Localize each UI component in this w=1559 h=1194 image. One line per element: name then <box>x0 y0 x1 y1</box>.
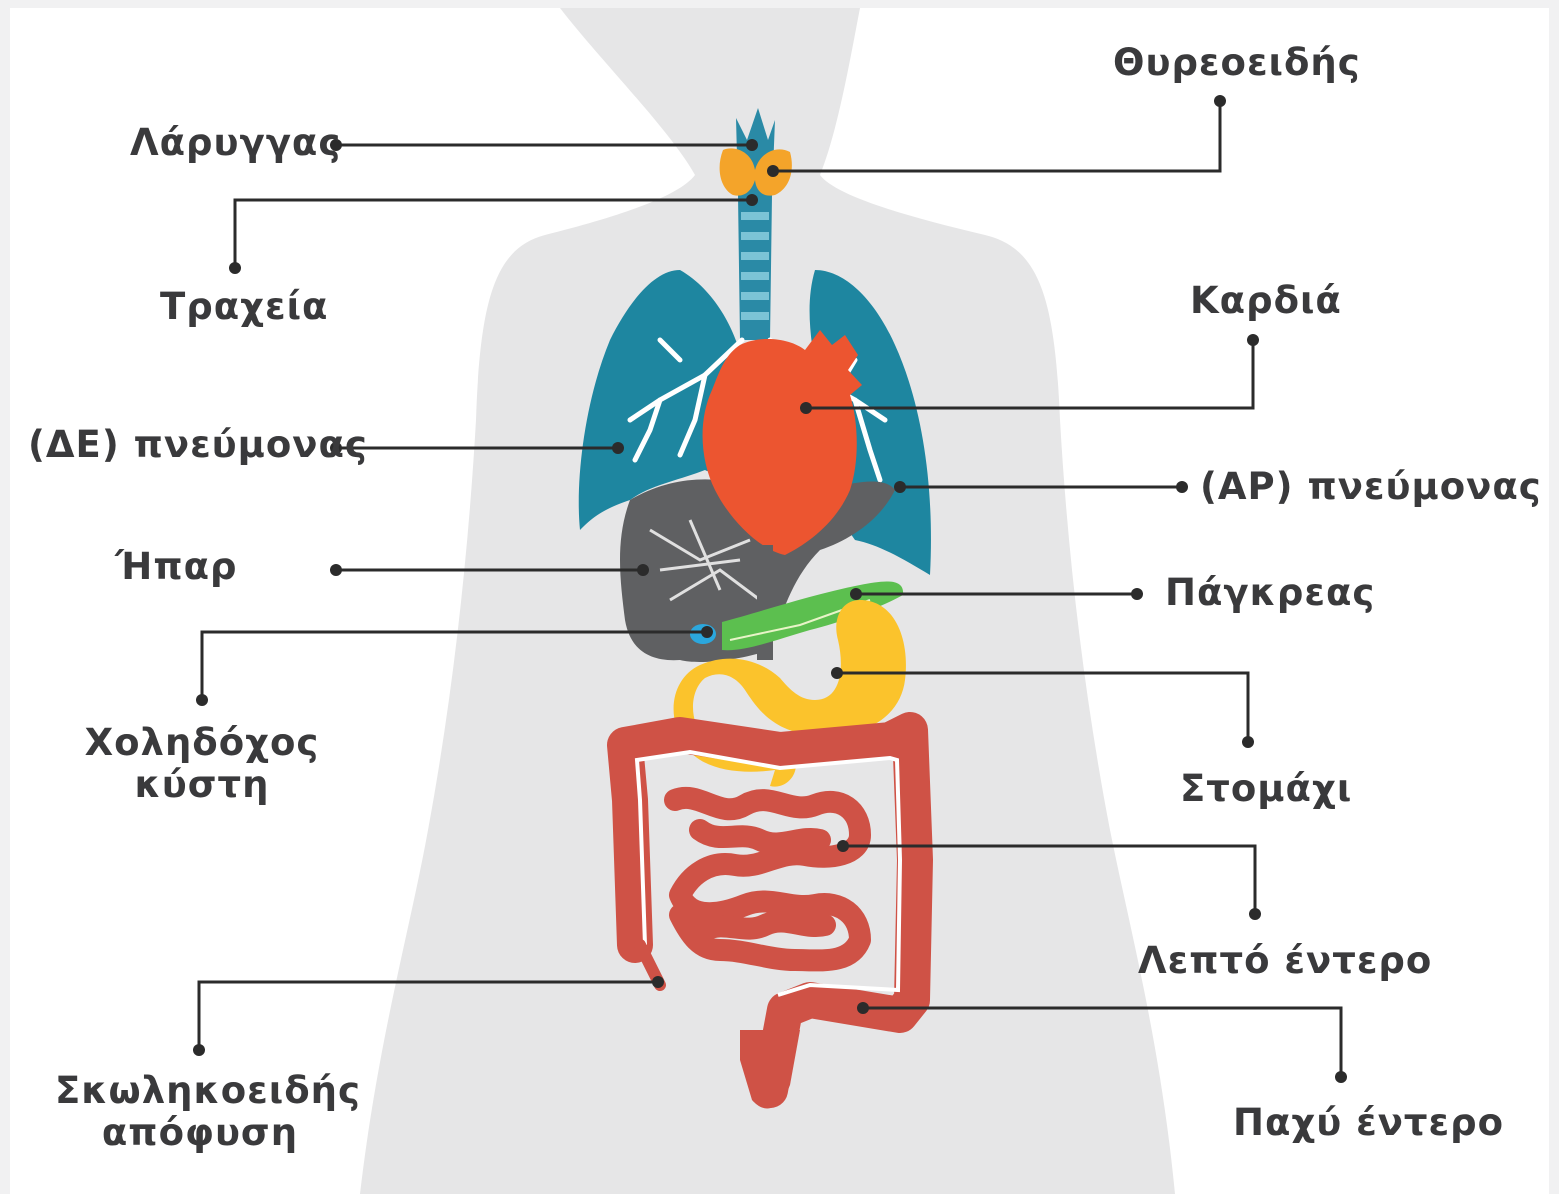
label-larynx: Λάρυγγας <box>130 122 341 164</box>
dot-liver-organ <box>637 564 649 576</box>
dot-large-intestine-label <box>1335 1071 1347 1083</box>
dot-right-lung-label <box>1176 481 1188 493</box>
dot-pancreas-organ <box>850 588 862 600</box>
label-heart: Καρδιά <box>1190 280 1342 322</box>
dot-stomach-label <box>1242 736 1254 748</box>
label-liver: Ήπαρ <box>115 546 238 588</box>
dot-trachea-label <box>229 262 241 274</box>
label-appendix-line2: απόφυση <box>55 1112 345 1154</box>
label-gallbladder-line1: Χοληδόχος <box>82 722 322 764</box>
label-trachea: Τραχεία <box>160 286 328 328</box>
label-right-lung: (ΑΡ) πνεύμονας <box>1200 466 1542 508</box>
label-thyroid: Θυρεοειδής <box>1113 42 1361 84</box>
dot-pancreas-label <box>1131 588 1143 600</box>
dot-thyroid-organ <box>767 165 779 177</box>
label-pancreas: Πάγκρεας <box>1165 572 1375 614</box>
dot-larynx-organ <box>746 139 758 151</box>
label-large-intestine: Παχύ έντερο <box>1233 1102 1504 1144</box>
dot-stomach-organ <box>831 667 843 679</box>
dot-small-intestine-organ <box>837 840 849 852</box>
label-stomach: Στομάχι <box>1180 768 1352 810</box>
dot-appendix-label <box>193 1044 205 1056</box>
label-small-intestine: Λεπτό έντερο <box>1138 940 1432 982</box>
label-appendix: Σκωληκοειδής απόφυση <box>55 1070 345 1154</box>
dot-liver-label <box>330 564 342 576</box>
dot-appendix-organ <box>652 976 664 988</box>
dot-thyroid-label <box>1214 95 1226 107</box>
dot-heart-label <box>1247 334 1259 346</box>
dot-trachea-organ <box>746 194 758 206</box>
dot-right-lung-organ <box>894 481 906 493</box>
label-left-lung: (ΔΕ) πνεύμονας <box>28 424 368 466</box>
label-appendix-line1: Σκωληκοειδής <box>55 1070 345 1112</box>
dot-large-intestine-organ <box>857 1002 869 1014</box>
dot-gallbladder-label <box>196 694 208 706</box>
dot-gallbladder-organ <box>701 626 713 638</box>
label-gallbladder-line2: κύστη <box>82 764 322 806</box>
leader-thyroid <box>773 101 1220 171</box>
dot-small-intestine-label <box>1249 908 1261 920</box>
dot-heart-organ <box>800 402 812 414</box>
label-gallbladder: Χοληδόχος κύστη <box>82 722 322 806</box>
dot-left-lung-organ <box>612 442 624 454</box>
